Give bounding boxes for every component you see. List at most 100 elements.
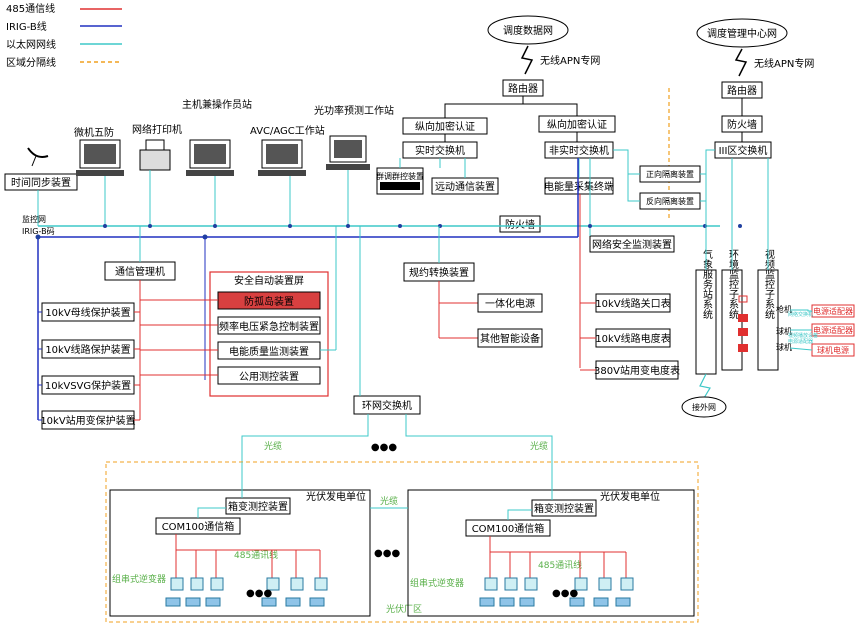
time-sync-device (4, 173, 78, 191)
ball-camera-1-label: 球机 (776, 326, 792, 336)
env-sensor-icons (738, 295, 748, 352)
nonrealtime-switch-label: 非实时交换机 (549, 144, 609, 157)
tiny-label-3: 电源适配器 (788, 338, 813, 345)
five-defense-pc-icon (76, 139, 124, 176)
power-adapter-1-label: 电源适配器 (813, 306, 853, 316)
router-crypto-link (444, 96, 524, 118)
gateway-meter-label: 10kV线路关口表 (595, 297, 670, 310)
reverse-isolation-label: 反向隔离装置 (646, 196, 694, 206)
legend: 485通信线 IRIG-B线 以太网网线 区域分隔线 (6, 2, 122, 69)
mgmt-network-label: 调度管理中心网 (707, 27, 777, 40)
dispatch-network-cloud (487, 15, 569, 45)
protocol-converter-label: 规约转换装置 (409, 266, 469, 279)
external-network-label: 接外网 (692, 402, 716, 412)
avc-agc-label: AVC/AGC工作站 (250, 124, 325, 137)
rs485-2-label: 485通讯线 (538, 559, 582, 571)
safety-panel-title: 安全自动装置屏 (234, 274, 304, 287)
station-meter-label: 380V站用变电度表 (594, 364, 680, 377)
monitor-net-bus: 监控网 (22, 214, 720, 227)
inverter-icons (484, 577, 634, 591)
integrated-power (477, 293, 543, 313)
host-ops-pc-icon (186, 139, 234, 176)
legend-rs485-label: 485通信线 (6, 2, 55, 15)
com100-2-label: COM100通信箱 (472, 522, 545, 535)
ball-camera-power-label: 球机电源 (817, 345, 849, 355)
station-tx-protection-label: 10kV站用变保护装置 (40, 414, 135, 427)
router-right-label: 路由器 (727, 84, 757, 97)
firewall-main (499, 215, 541, 233)
legend-zone-label: 区域分隔线 (6, 56, 56, 69)
pv-unit-1-title: 光伏发电单位 (306, 490, 366, 503)
monitor-net-label: 监控网 (22, 214, 46, 224)
ring-switch-label: 环网交换机 (362, 399, 412, 412)
anti-islanding-label: 防孤岛装置 (244, 295, 294, 308)
firewall-right-label: 防火墙 (727, 118, 757, 131)
box-ctrl-1-label: 箱变测控装置 (228, 500, 288, 513)
public-measure-label: 公用测控装置 (239, 370, 299, 383)
fiber-left-label: 光缆 (264, 440, 282, 452)
gun-camera-label: 枪机 (776, 304, 792, 314)
host-ops-label: 主机兼操作员站 (182, 98, 252, 111)
printer-label: 网络打印机 (132, 123, 182, 136)
avc-agc-pc-icon (258, 139, 306, 176)
rs485-1-label: 485通讯线 (234, 549, 278, 561)
solar-panel-icons (479, 597, 631, 607)
time-sync-label: 时间同步装置 (11, 176, 71, 189)
other-smart-label: 其他智能设备 (480, 332, 540, 345)
printer-icon (139, 139, 171, 171)
fiber-mid-label: 光缆 (380, 495, 398, 507)
dispatch-control-device: 群调群控装置 (376, 167, 424, 195)
mgmt-network-cloud (696, 18, 788, 48)
forward-isolation-label: 正向隔离装置 (646, 169, 694, 179)
ring-ellipsis: ●●● (371, 442, 397, 453)
mgmt-apn-label: 无线APN专网 (754, 57, 814, 70)
pv-unit-2: 光伏发电单位 箱变测控装置 COM100通信箱 485通讯线 组串式逆变器 ●●… (407, 489, 695, 617)
energy-terminal-label: 电能量采集终端 (544, 180, 614, 193)
tiny-label-2: 视频播放设备 (788, 332, 818, 339)
crypto-left-label: 纵向加密认证 (415, 120, 475, 133)
safety-device-panel (209, 271, 329, 397)
inverter-1-label: 组串式逆变器 (112, 573, 166, 585)
inverter-ellipsis-1: ●●● (246, 588, 272, 599)
dispatch-apn-label: 无线APN专网 (540, 54, 600, 67)
weather-system-label: 气象服务站系统 (701, 248, 713, 319)
power-quality-label: 电能质量监测装置 (229, 345, 309, 358)
zone3-switch-label: III区交换机 (719, 144, 768, 157)
box-ctrl-2 (531, 499, 597, 517)
router-left-label: 路由器 (508, 82, 538, 95)
inverter-ellipsis-2: ●●● (552, 588, 578, 599)
firewall-main-label: 防火墙 (505, 218, 535, 231)
irigb-bus-label: IRIG-B码 (22, 227, 55, 236)
legend-ethernet-label: 以太网网线 (6, 38, 56, 51)
crypto-right-label: 纵向加密认证 (547, 118, 607, 131)
net-security-monitor (589, 235, 675, 253)
pv-unit-2-title: 光伏发电单位 (600, 490, 660, 503)
com100-1-label: COM100通信箱 (162, 520, 235, 533)
realtime-switch-label: 实时交换机 (415, 144, 465, 157)
svg-protection-label: 10kVSVG保护装置 (45, 379, 131, 392)
other-smart-devices (477, 328, 543, 348)
comm-manager-label: 通信管理机 (115, 265, 165, 278)
legend-irigb-label: IRIG-B线 (6, 20, 47, 33)
freq-voltage-label: 频率电压紧急控制装置 (219, 320, 319, 333)
box-ctrl-2-label: 箱变测控装置 (534, 502, 594, 515)
satellite-dish-icon (27, 147, 49, 167)
solar-panel-icons (165, 597, 325, 607)
box-ctrl-1 (225, 497, 291, 515)
power-adapter-2-label: 电源适配器 (813, 325, 853, 335)
pv-plant-zone (105, 461, 699, 623)
wireless-link-icon (734, 48, 748, 77)
integrated-power-label: 一体化电源 (485, 297, 535, 310)
line-meter-label: 10kV线路电度表 (595, 332, 670, 345)
irigb-bus: IRIG-B码 (22, 158, 579, 420)
ball-camera-2-label: 球机 (776, 342, 792, 352)
units-ellipsis: ●●● (374, 548, 400, 559)
ring-switch (353, 395, 421, 415)
external-network-cloud (681, 396, 727, 418)
pv-zone-label: 光伏厂区 (386, 603, 422, 615)
fiber-right-label: 光缆 (530, 440, 548, 452)
line-protection-label: 10kV线路保护装置 (45, 343, 130, 356)
inverter-icons (170, 577, 328, 591)
five-defense-label: 微机五防 (74, 126, 114, 139)
